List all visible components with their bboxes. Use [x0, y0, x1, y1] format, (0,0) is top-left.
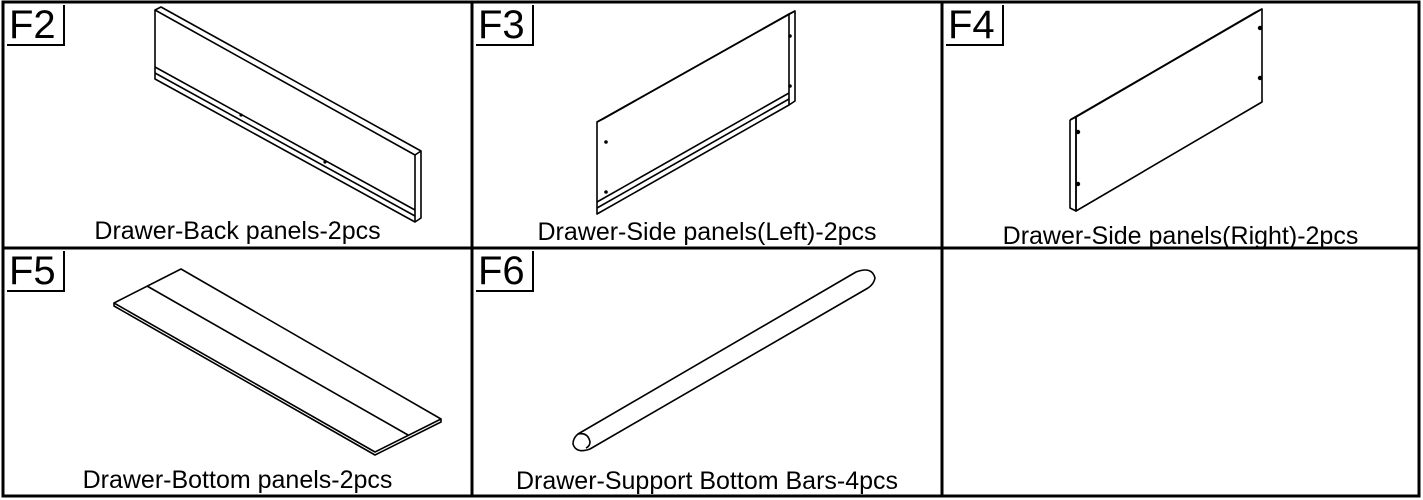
part-cell-f3: F3 Drawer-Side panels(Left)-2pcs [472, 2, 942, 248]
part-id-badge: F3 [476, 5, 534, 46]
part-id-badge: F6 [476, 251, 534, 292]
part-caption: Drawer-Bottom panels-2pcs [82, 466, 393, 494]
part-caption: Drawer-Side panels(Right)-2pcs [1002, 222, 1359, 250]
part-caption: Drawer-Back panels-2pcs [94, 217, 381, 245]
left-side-panel-drawing [596, 10, 796, 215]
part-caption: Drawer-Side panels(Left)-2pcs [537, 218, 877, 246]
right-side-panel-drawing [1069, 8, 1263, 212]
back-panel-drawing [154, 6, 422, 223]
empty-cell [942, 248, 1419, 496]
part-caption: Drawer-Support Bottom Bars-4pcs [515, 467, 899, 495]
support-bar-drawing [572, 269, 876, 452]
part-id-badge: F4 [946, 5, 1004, 46]
part-cell-f6: F6 Drawer-Support Bottom Bars-4pcs [472, 248, 942, 496]
part-id-badge: F5 [7, 251, 65, 292]
part-cell-f4: F4 Drawer-Side panels(Right)-2pcs [942, 2, 1419, 250]
part-cell-f5: F5 Drawer-Bottom panels-2pcs [3, 248, 472, 496]
part-id-badge: F2 [7, 5, 65, 46]
bottom-panel-drawing [113, 268, 442, 456]
part-cell-f2: F2 Drawer-Back panels-2pcs [3, 2, 472, 248]
